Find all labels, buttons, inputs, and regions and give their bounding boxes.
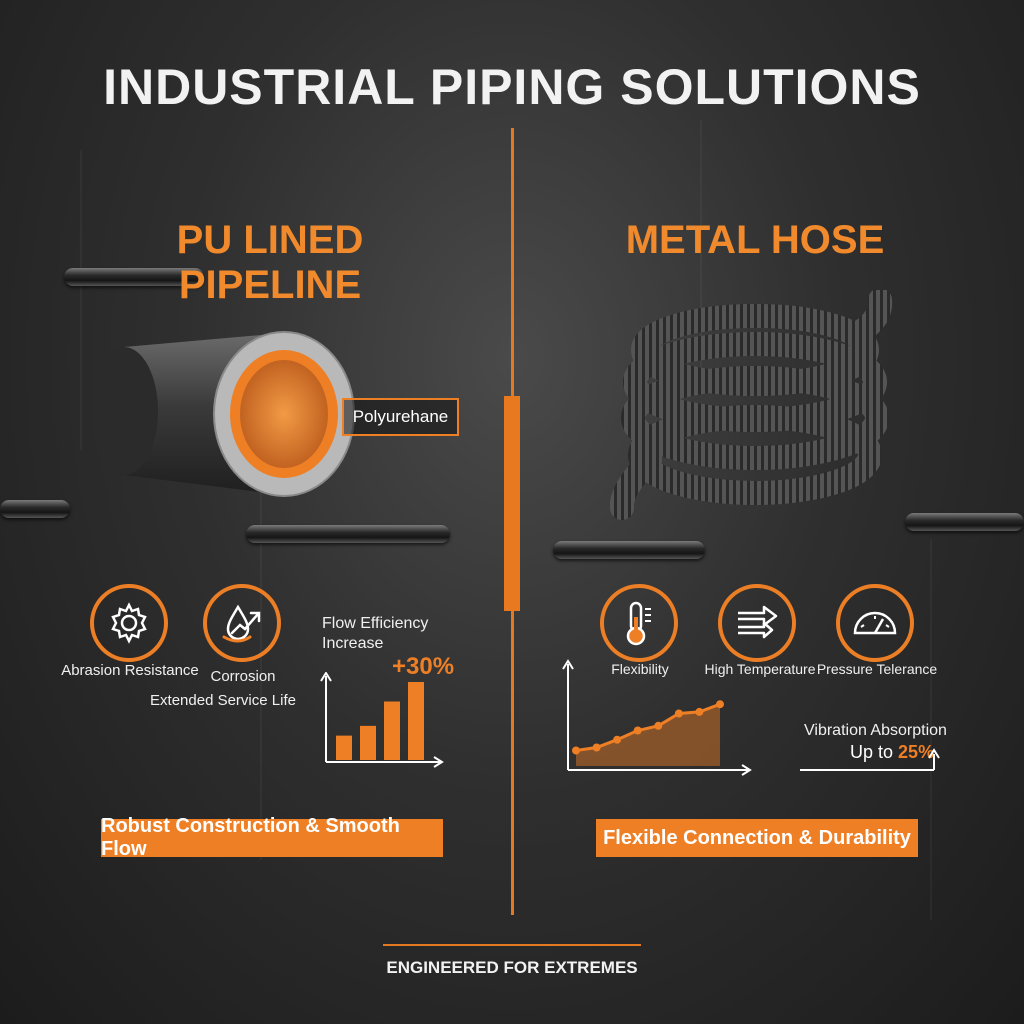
abrasion-resistance-icon-circle — [90, 584, 168, 662]
high-temperature-icon-circle — [718, 584, 796, 662]
area-chart-y-arrow — [562, 659, 574, 670]
vibration-value-line: Up to 25% — [850, 742, 934, 763]
droplet-arrow-icon — [222, 604, 261, 643]
pu-pipe-illustration — [90, 331, 355, 497]
area-chart-x-arrow — [741, 764, 752, 776]
gear-icon — [111, 602, 147, 644]
scratch-mark — [80, 150, 82, 450]
flexibility-label: Flexibility — [611, 661, 669, 677]
thermometer-icon — [626, 601, 651, 646]
scratch-mark — [700, 120, 702, 380]
flow-efficiency-highlight: +30% — [392, 653, 455, 680]
flow-bar — [336, 735, 352, 760]
area-point — [674, 709, 683, 718]
pressure-tolerance-icon-circle — [836, 584, 914, 662]
left-banner: Robust Construction & Smooth Flow — [101, 815, 443, 860]
area-point — [613, 735, 622, 744]
corrosion-icon-circle — [203, 584, 281, 662]
footer-divider — [383, 944, 641, 946]
area-point — [592, 743, 601, 752]
pressure-tolerance-label: Pressure Telerance — [816, 661, 938, 677]
weld-seam — [246, 525, 450, 543]
bar-chart-y-arrow — [320, 672, 332, 682]
performance-area-chart — [562, 659, 752, 776]
weld-seam — [553, 541, 705, 559]
flow-bar — [408, 682, 424, 760]
footer-tagline: ENGINEERED FOR EXTREMES — [386, 958, 638, 977]
vibration-underline-arrow — [800, 748, 940, 771]
pu-lined-pipeline-heading: PU LINED PIPELINE — [176, 218, 364, 307]
vibration-value: 25% — [898, 742, 935, 762]
right-banner: Flexible Connection & Durability — [596, 819, 918, 857]
abrasion-resistance-label: Abrasion Resistance — [61, 662, 199, 679]
vibration-absorption-label: Vibration Absorption — [804, 722, 947, 739]
area-point — [716, 700, 724, 709]
flow-efficiency-title-line1: Flow Efficiency — [322, 615, 429, 632]
flow-bar — [384, 701, 400, 760]
area-point — [633, 726, 642, 735]
scratch-mark — [930, 540, 932, 920]
page-title: INDUSTRIAL PIPING SOLUTIONS — [103, 59, 921, 115]
polyurethane-callout: Polyurehane — [342, 398, 459, 436]
corrosion-label: Corrosion — [210, 668, 276, 685]
double-arrow-icon — [738, 605, 778, 639]
area-point — [654, 721, 663, 730]
weld-seam — [905, 513, 1024, 531]
metal-hose-heading: METAL HOSE — [625, 218, 885, 262]
area-point — [572, 746, 580, 755]
divider-accent-block — [504, 396, 520, 611]
bar-chart-x-arrow — [433, 756, 444, 768]
flow-efficiency-title-line2: Increase — [322, 635, 384, 652]
high-temperature-label: High Temperature — [704, 661, 816, 677]
flow-bar — [360, 725, 376, 760]
gauge-icon — [853, 611, 897, 635]
scratch-mark — [260, 460, 262, 860]
extended-service-life-label: Extended Service Life — [150, 692, 296, 709]
flow-efficiency-bar-chart — [320, 672, 444, 768]
vibration-prefix: Up to — [850, 742, 894, 762]
flexibility-icon-circle — [600, 584, 678, 662]
metal-hose-illustration — [609, 290, 893, 520]
area-point — [695, 707, 704, 716]
weld-seam — [64, 268, 204, 286]
area-fill — [576, 704, 720, 766]
weld-seam — [0, 500, 70, 518]
